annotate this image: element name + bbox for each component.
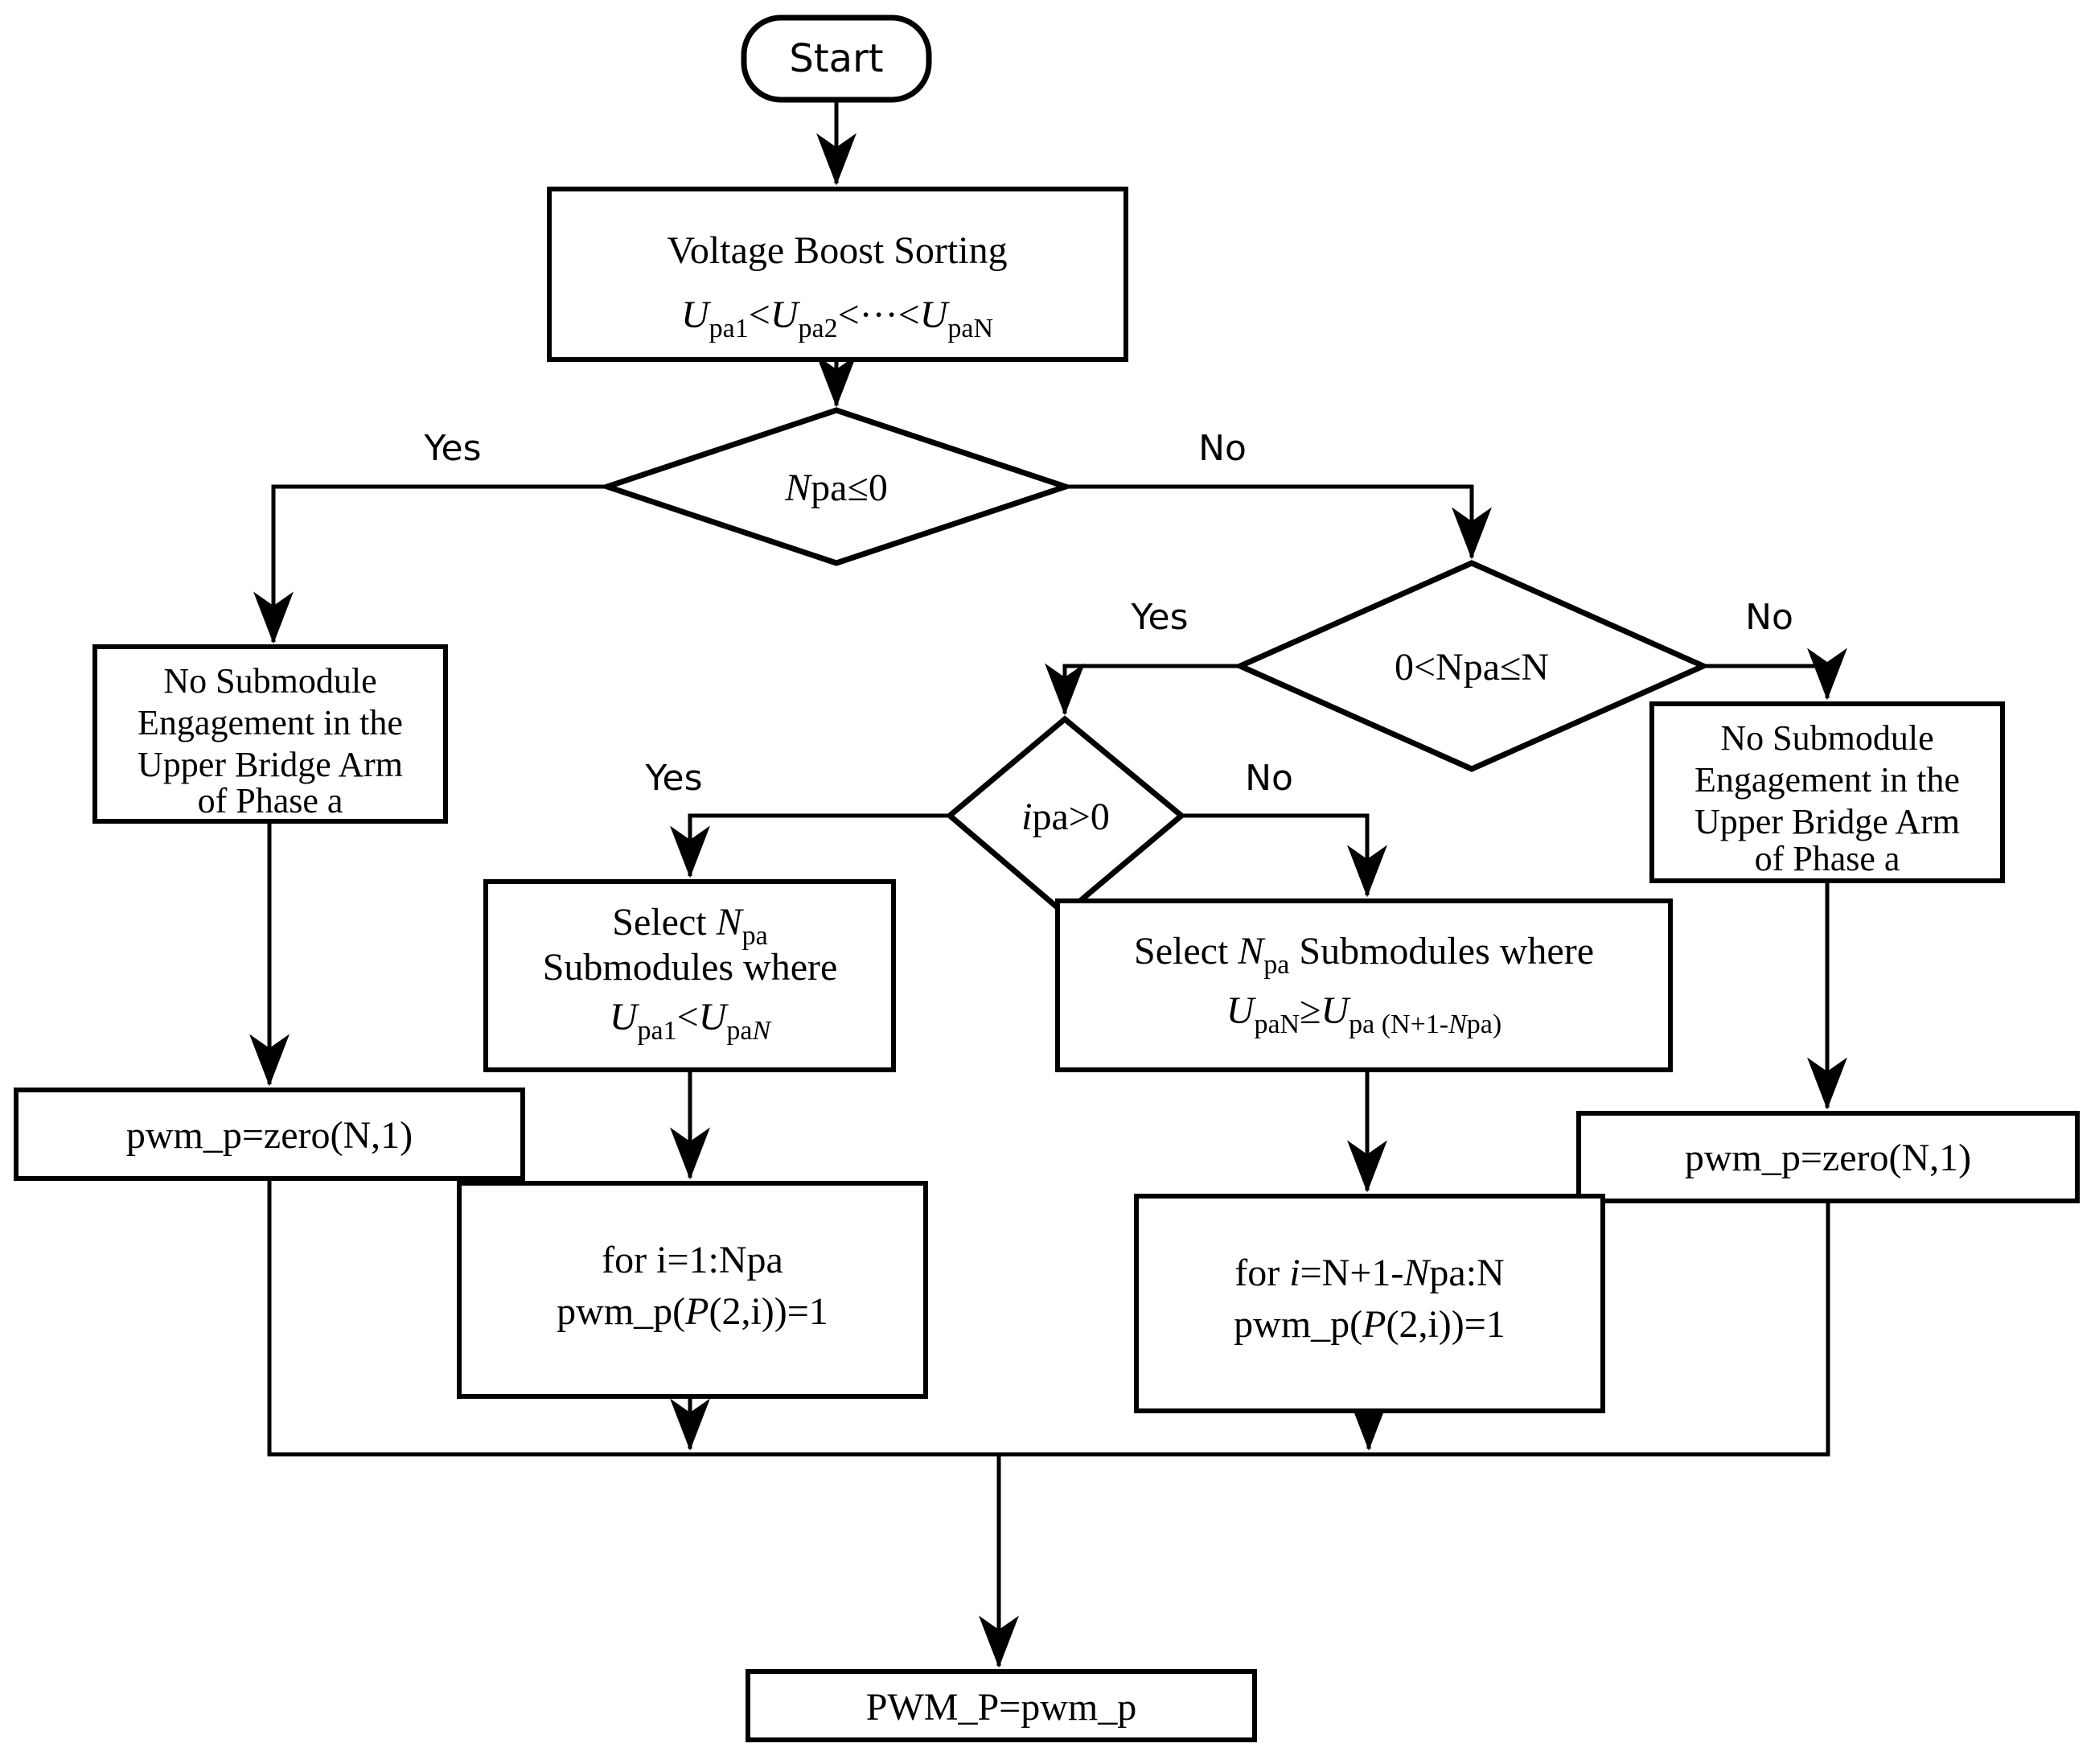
edge-decision-range-no bbox=[1703, 648, 1847, 701]
for-loop-left-line1: for i=1:Npa bbox=[602, 1239, 783, 1281]
start-label: Start bbox=[789, 36, 883, 81]
no-engagement-left-line1: No Submodule bbox=[163, 661, 376, 701]
select-large-line1: Select Npa Submodules where bbox=[1134, 930, 1594, 980]
label-decision-current-yes: Yes bbox=[644, 758, 702, 799]
no-engagement-left-line4: of Phase a bbox=[198, 781, 343, 820]
no-engagement-right-line4: of Phase a bbox=[1755, 839, 1900, 878]
for-loop-left-node: for i=1:Npa pwm_p(P(2,i))=1 bbox=[457, 1181, 928, 1399]
output-shape bbox=[746, 1669, 1257, 1742]
select-large-line2: UpaN≥Upa (N+1-Npa) bbox=[1226, 989, 1501, 1039]
pwm-zero-left-shape bbox=[14, 1088, 525, 1181]
no-engagement-left-node: No Submodule Engagement in the Upper Bri… bbox=[92, 644, 448, 824]
no-engagement-right-shape bbox=[1649, 701, 2005, 883]
select-large-shape bbox=[1055, 898, 1673, 1072]
decision-range-condition: 0<Npa≤N bbox=[1395, 646, 1549, 689]
for-loop-left-shape bbox=[457, 1181, 928, 1399]
select-small-line1: Select Npa bbox=[612, 901, 767, 951]
sort-process-node: Voltage Boost Sorting Upa1<Upa2<···<UpaN bbox=[547, 187, 1128, 362]
start-node: Start bbox=[741, 14, 932, 103]
no-engagement-left-line2: Engagement in the bbox=[138, 703, 403, 742]
decision-npa-diamond: Npa≤0 bbox=[598, 407, 1075, 566]
edge-labels: Yes No Yes No Yes No bbox=[423, 428, 1793, 799]
for-loop-left-line2: pwm_p(P(2,i))=1 bbox=[557, 1290, 828, 1333]
select-small-shape bbox=[483, 879, 896, 1072]
no-engagement-right-node: No Submodule Engagement in the Upper Bri… bbox=[1649, 701, 2005, 883]
edge-decision-range-yes bbox=[1045, 663, 1240, 716]
pwm-zero-right-node: pwm_p=zero(N,1) bbox=[1576, 1111, 2080, 1203]
pwm-zero-right-shape bbox=[1576, 1111, 2080, 1203]
decision-npa-shape bbox=[598, 407, 1075, 566]
pwm-zero-right-label: pwm_p=zero(N,1) bbox=[1685, 1137, 1971, 1179]
for-loop-right-line1: for i=N+1-Npa:N bbox=[1234, 1252, 1504, 1294]
for-loop-right-node: for i=N+1-Npa:N pwm_p(P(2,i))=1 bbox=[1134, 1194, 1605, 1413]
no-engagement-left-line3: Upper Bridge Arm bbox=[138, 745, 403, 784]
for-loop-right-shape bbox=[1134, 1194, 1605, 1413]
edge-collector-line bbox=[267, 1178, 1830, 1457]
pwm-zero-left-node: pwm_p=zero(N,1) bbox=[14, 1088, 525, 1181]
decision-range-diamond: 0<Npa≤N bbox=[1233, 560, 1711, 772]
label-decision-range-yes: Yes bbox=[1130, 597, 1188, 638]
decision-npa-condition: Npa≤0 bbox=[784, 467, 888, 509]
decision-range-shape bbox=[1233, 560, 1711, 772]
edge-decision-current-yes bbox=[670, 813, 950, 878]
label-decision-current-no: No bbox=[1245, 758, 1293, 799]
decision-current-condition: ipa>0 bbox=[1021, 796, 1110, 838]
output-label: PWM_P=pwm_p bbox=[866, 1686, 1136, 1729]
select-large-node: Select Npa Submodules where UpaN≥Upa (N+… bbox=[1055, 898, 1673, 1072]
no-engagement-left-shape bbox=[92, 644, 448, 824]
label-decision-npa-yes: Yes bbox=[423, 428, 481, 469]
no-engagement-right-line2: Engagement in the bbox=[1694, 760, 1960, 800]
label-decision-npa-no: No bbox=[1198, 428, 1247, 469]
select-small-line2: Submodules where bbox=[543, 946, 838, 989]
edges bbox=[249, 100, 1847, 1668]
output-node: PWM_P=pwm_p bbox=[746, 1669, 1257, 1742]
decision-current-diamond: ipa>0 bbox=[945, 715, 1186, 918]
label-decision-range-no: No bbox=[1745, 597, 1793, 638]
no-engagement-right-line1: No Submodule bbox=[1720, 718, 1933, 758]
no-engagement-right-line3: Upper Bridge Arm bbox=[1694, 802, 1960, 841]
edge-decision-npa-yes bbox=[253, 484, 607, 644]
select-small-line3: Upa1<UpaN bbox=[610, 996, 773, 1046]
for-loop-right-line2: pwm_p(P(2,i))=1 bbox=[1234, 1303, 1506, 1346]
sort-formula: Upa1<Upa2<···<UpaN bbox=[681, 294, 993, 343]
select-small-node: Select Npa Submodules where Upa1<UpaN bbox=[483, 879, 896, 1072]
start-shape bbox=[741, 14, 932, 103]
sort-process-shape bbox=[547, 187, 1128, 362]
pwm-zero-left-label: pwm_p=zero(N,1) bbox=[126, 1114, 413, 1157]
edge-decision-current-no bbox=[1181, 813, 1387, 898]
edge-decision-npa-no bbox=[1066, 484, 1492, 560]
sort-title: Voltage Boost Sorting bbox=[667, 229, 1007, 272]
